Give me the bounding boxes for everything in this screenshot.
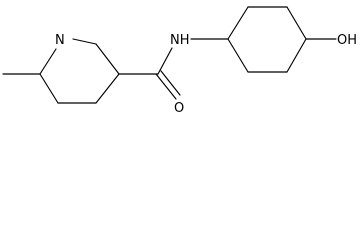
piperidine-ring (39, 38, 120, 104)
amine-nitrogen-label: N (55, 33, 65, 48)
bond-c3-c4 (95, 73, 120, 104)
bond-c6-n1 (39, 48, 57, 75)
carbonyl-double-bond-b (160, 70, 181, 96)
amide-nitrogen-label: NH (170, 33, 190, 48)
bond-n1-ch2 (72, 38, 97, 45)
bond-c1-c2 (227, 6, 249, 40)
bond-carbonyl-nh (157, 47, 173, 75)
carbonyl-oxygen-label: O (174, 101, 184, 115)
hydroxyl-label: OH (337, 33, 357, 48)
bond-c4-c5 (286, 38, 307, 73)
bond-c5-c6 (39, 73, 59, 104)
carbonyl-double-bond-a (155, 73, 177, 100)
amide-group (118, 47, 181, 100)
bond-c6-c1 (227, 38, 249, 73)
bond-c3-c4 (286, 6, 307, 40)
cyclohexane-ring (190, 6, 307, 73)
chemical-structure: N NH O OH (2, 6, 357, 115)
bond-ch2-c3 (95, 43, 120, 75)
